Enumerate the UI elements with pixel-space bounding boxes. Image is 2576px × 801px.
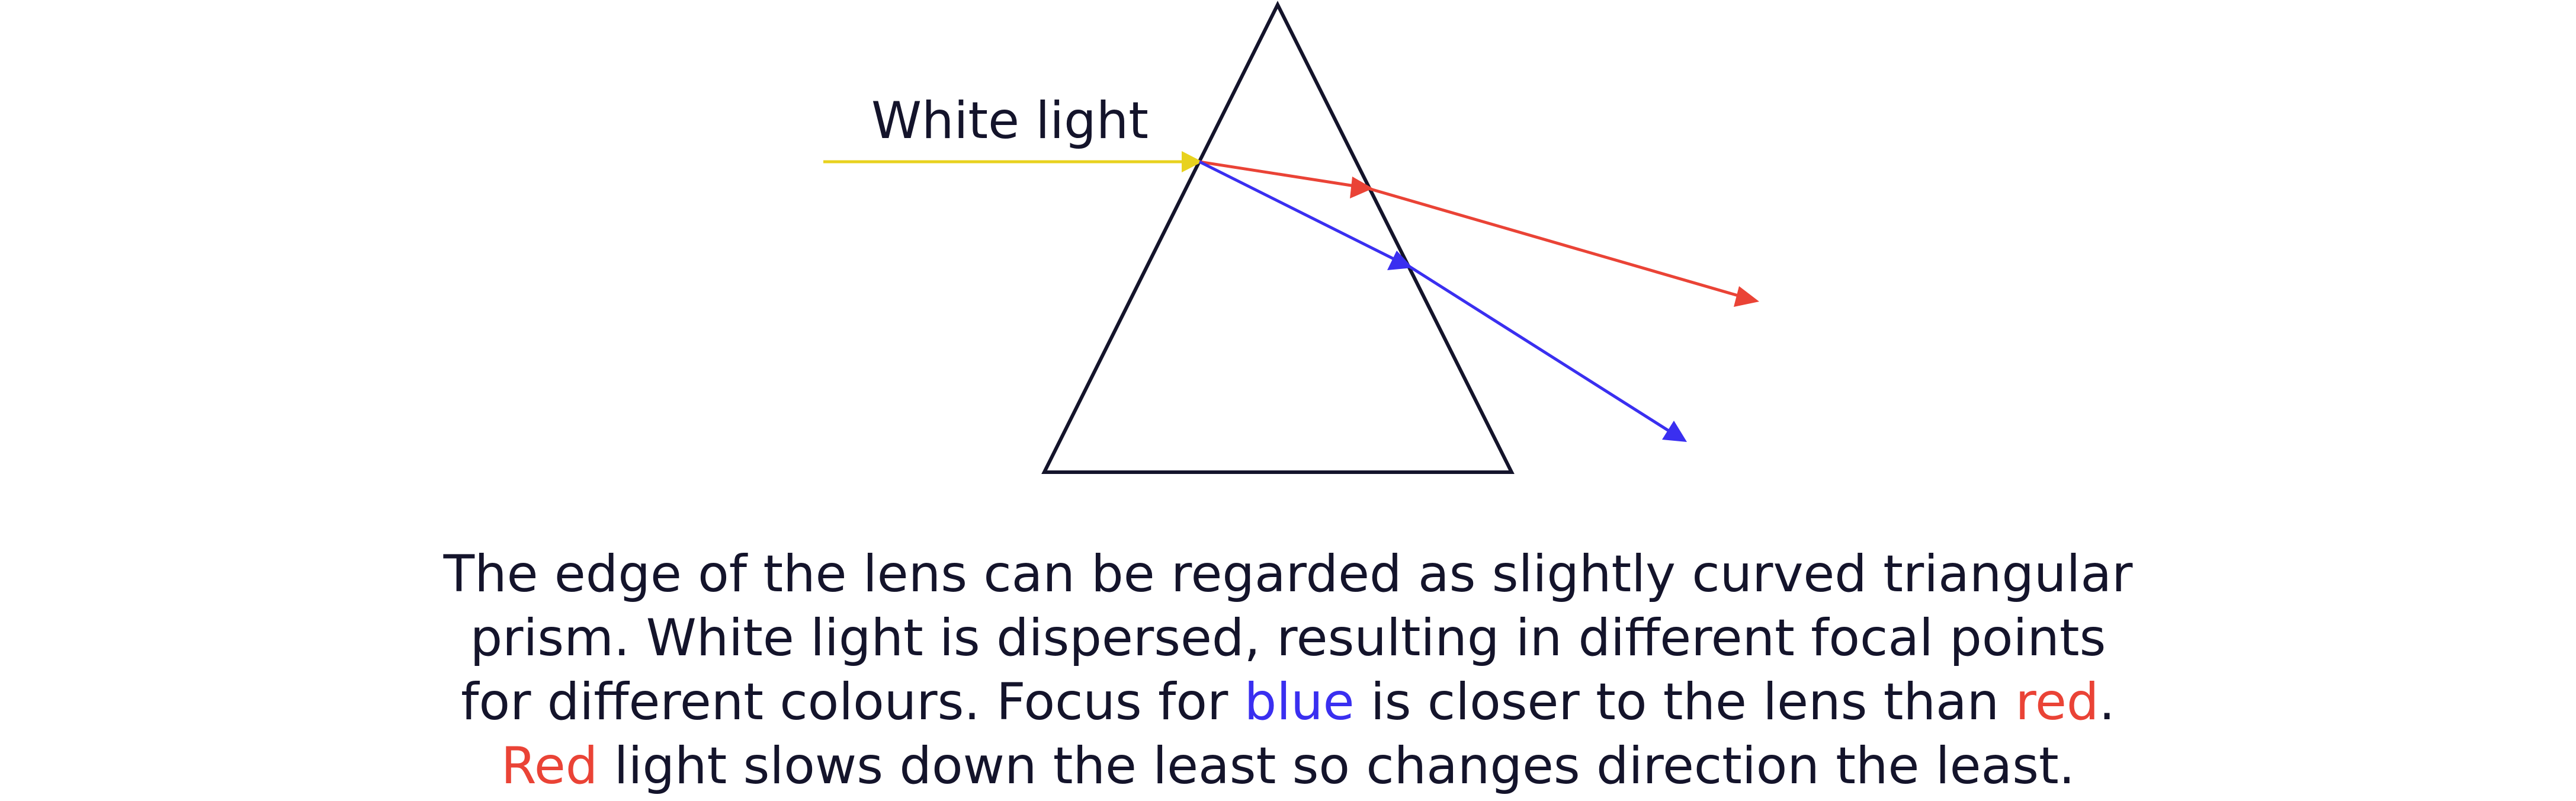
blue-inside-arrowhead [1387, 251, 1413, 270]
caption-line-3-part-b: is closer to the lens than [1354, 672, 2016, 732]
caption-word-red: red [2015, 672, 2099, 732]
caption-line-1: The edge of the lens can be regarded as … [443, 544, 2133, 604]
blue-ray-outside [1406, 263, 1674, 435]
blue-outside-arrowhead [1662, 421, 1687, 442]
red-ray-inside [1199, 160, 1363, 189]
caption-line-4-part-b: light slows down the least so changes di… [598, 736, 2075, 796]
explanation-caption: The edge of the lens can be regarded as … [0, 542, 2576, 798]
white-light-arrowhead [1182, 151, 1202, 172]
caption-line-3-part-a: for different colours. Focus for [461, 672, 1244, 732]
white-light-label: White light [871, 91, 1149, 150]
prism-triangle [1041, 1, 1515, 474]
blue-ray-inside [1198, 160, 1402, 264]
red-ray-outside [1368, 187, 1745, 299]
red-inside-arrowhead [1350, 177, 1373, 198]
red-outside-arrowhead [1734, 286, 1759, 307]
caption-line-4: Red light slows down the least so change… [0, 734, 2576, 798]
caption-word-blue: blue [1244, 672, 1355, 732]
caption-line-3: for different colours. Focus for blue is… [0, 670, 2576, 734]
caption-line-3-part-c: . [2099, 672, 2115, 732]
caption-word-red-capital: Red [501, 736, 598, 796]
caption-line-2: prism. White light is dispersed, resulti… [470, 608, 2106, 668]
